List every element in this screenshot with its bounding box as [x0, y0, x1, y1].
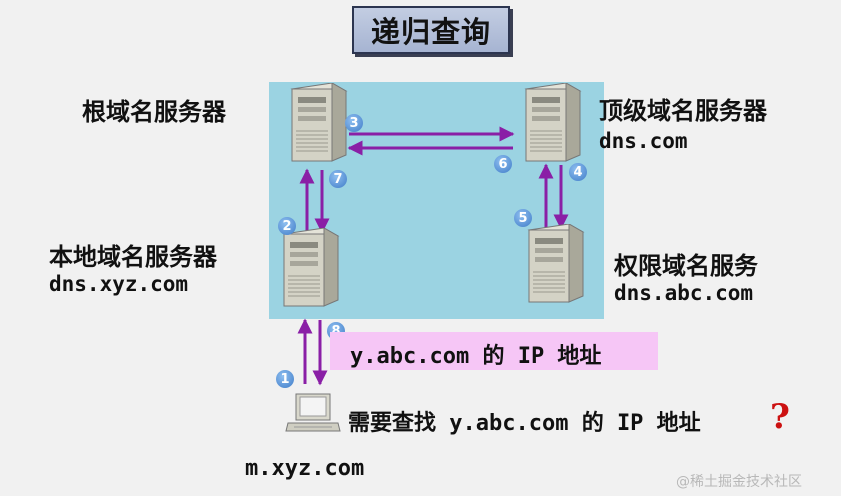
response-box: [330, 332, 658, 370]
step-badge-7: 7: [329, 170, 347, 188]
response-label: y.abc.com 的 IP 地址: [350, 344, 602, 369]
step-badge-6: 6: [494, 155, 512, 173]
local-server-icon: [282, 227, 342, 314]
client-computer-icon: [284, 393, 342, 435]
tld-server-domain: dns.com: [599, 129, 688, 153]
local-server-domain: dns.xyz.com: [49, 272, 189, 296]
auth-server-icon: [527, 223, 587, 310]
step-badge-3: 3: [345, 114, 363, 132]
step-badge-1: 1: [276, 370, 294, 388]
auth-server-label: 权限域名服务: [614, 252, 758, 280]
auth-server-domain: dns.abc.com: [614, 281, 754, 305]
step-badge-4: 4: [569, 163, 587, 181]
local-server-label: 本地域名服务器: [49, 243, 217, 271]
step-badge-2: 2: [278, 217, 296, 235]
root-server-label: 根域名服务器: [82, 98, 226, 126]
query-label: 需要查找 y.abc.com 的 IP 地址: [348, 411, 701, 436]
client-host-label: m.xyz.com: [245, 456, 365, 481]
watermark: @稀土掘金技术社区: [676, 474, 802, 490]
diagram-title: 递归查询: [352, 6, 510, 54]
tld-server-label: 顶级域名服务器: [599, 97, 767, 125]
question-mark: ?: [770, 397, 790, 437]
root-server-icon: [290, 82, 350, 169]
step-badge-5: 5: [514, 209, 532, 227]
tld-server-icon: [524, 82, 584, 169]
